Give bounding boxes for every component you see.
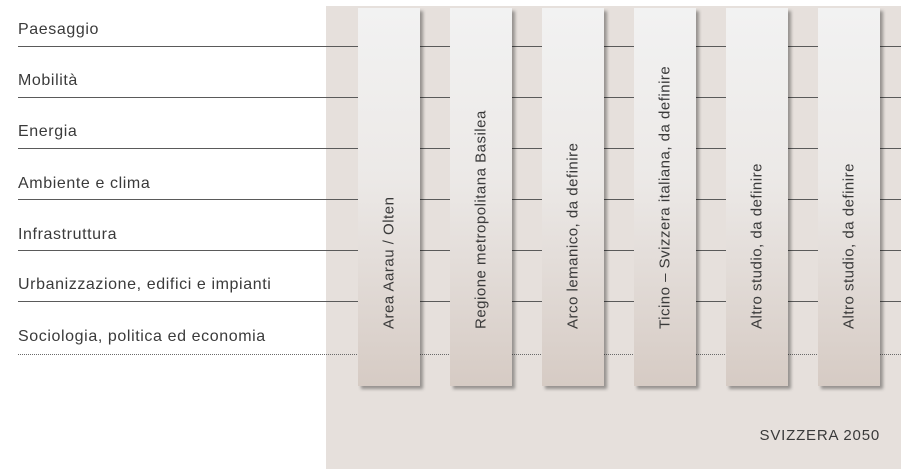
column-label: Ticino – Svizzera italiana, da definire <box>656 65 674 329</box>
column-regione-basilea: Regione metropolitana Basilea <box>450 8 512 386</box>
column-label: Altro studio, da definire <box>748 163 766 329</box>
column-altro-studio-1: Altro studio, da definire <box>726 8 788 386</box>
row-label-urbanizzazione: Urbanizzazione, edifici e impianti <box>18 276 272 293</box>
column-arco-lemanico: Arco lemanico, da definire <box>542 8 604 386</box>
svizzera-2050-panel <box>326 6 901 469</box>
row-label-paesaggio: Paesaggio <box>18 21 100 38</box>
footer-label: SVIZZERA 2050 <box>759 427 880 444</box>
row-label-infrastruttura: Infrastruttura <box>18 226 118 243</box>
row-label-mobilita: Mobilità <box>18 72 78 89</box>
column-area-aarau-olten: Area Aarau / Olten <box>358 8 420 386</box>
column-label: Area Aarau / Olten <box>380 196 398 329</box>
column-altro-studio-2: Altro studio, da definire <box>818 8 880 386</box>
column-label: Regione metropolitana Basilea <box>472 110 490 329</box>
row-label-ambiente-clima: Ambiente e clima <box>18 175 151 192</box>
row-label-energia: Energia <box>18 123 78 140</box>
column-label: Altro studio, da definire <box>840 163 858 329</box>
row-label-sociologia: Sociologia, politica ed economia <box>18 328 266 345</box>
column-label: Arco lemanico, da definire <box>564 142 582 329</box>
column-ticino: Ticino – Svizzera italiana, da definire <box>634 8 696 386</box>
